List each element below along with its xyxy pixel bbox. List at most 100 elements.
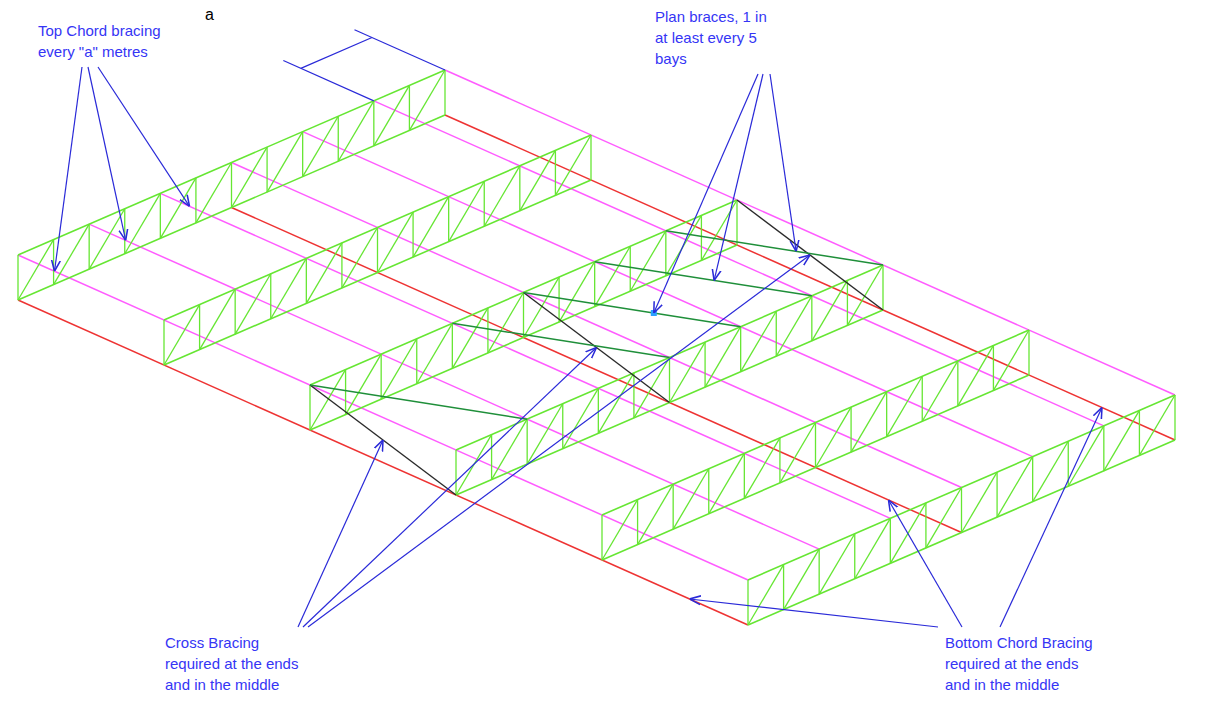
truss-vertical (590, 135, 591, 180)
truss-diagonal (18, 240, 54, 300)
truss-diagonal (744, 438, 780, 498)
top-chord-brace (18, 255, 748, 580)
truss-vertical (309, 385, 310, 430)
truss-vertical (270, 274, 271, 319)
truss-diagonal (413, 197, 449, 257)
top-chord-brace (303, 132, 1033, 457)
truss-diagonal (776, 296, 812, 356)
dimension (283, 30, 445, 101)
truss-diagonal (887, 376, 923, 436)
truss-vertical (519, 166, 520, 211)
truss-diagonal (306, 243, 342, 303)
truss-vertical (665, 231, 666, 276)
truss-diagonal (342, 228, 378, 288)
truss-diagonal (488, 293, 524, 353)
truss-vertical (633, 373, 634, 418)
bottom-chord-brace (232, 208, 962, 533)
leader-line (308, 255, 810, 627)
truss-diagonal (303, 116, 339, 176)
truss-diagonal (816, 407, 852, 467)
truss-vertical (53, 240, 54, 285)
truss-diagonal (855, 518, 891, 578)
truss-vertical (1028, 330, 1029, 375)
truss-diagonal (748, 565, 784, 625)
truss-diagonal (196, 163, 232, 223)
top-chord-brace (232, 163, 962, 488)
leader-line (303, 348, 597, 628)
truss-vertical (993, 345, 994, 390)
truss-vertical (235, 289, 236, 334)
truss-diagonal (378, 212, 414, 272)
plan-brace (310, 385, 527, 419)
truss-vertical (744, 453, 745, 498)
truss-vertical (740, 327, 741, 372)
top-chord-brace (374, 101, 1104, 426)
top-chord-brace (89, 224, 819, 549)
truss-vertical (409, 85, 410, 130)
truss-diagonal (374, 85, 410, 145)
bottom-chord-brace (445, 115, 1175, 440)
leader-line (88, 67, 126, 240)
truss-vertical (199, 305, 200, 350)
truss-diagonal (54, 224, 90, 284)
truss-vertical (747, 580, 748, 625)
callout-label: Cross Bracing required at the ends and i… (165, 632, 315, 695)
truss-diagonal (267, 132, 303, 192)
leader-line (55, 67, 83, 271)
truss-diagonal (634, 358, 670, 418)
truss-vertical (17, 255, 18, 300)
truss-vertical (815, 423, 816, 468)
truss-vertical (1032, 457, 1033, 502)
truss-vertical (231, 163, 232, 208)
truss-diagonal (338, 101, 374, 161)
truss-vertical (886, 392, 887, 437)
truss-diagonal (780, 423, 816, 483)
dimension-line (283, 61, 374, 101)
truss-vertical (412, 212, 413, 257)
truss-vertical (708, 469, 709, 514)
truss-diagonal (670, 342, 706, 402)
truss-bottom-chord (18, 115, 445, 300)
truss-vertical (484, 181, 485, 226)
truss-vertical (306, 258, 307, 303)
truss-vertical (1174, 395, 1175, 440)
truss-diagonal (235, 274, 271, 334)
truss-diagonal (993, 330, 1029, 390)
leader-lines (55, 67, 1103, 627)
truss-diagonal (1104, 410, 1140, 470)
truss-vertical (444, 70, 445, 115)
truss-vertical (783, 565, 784, 610)
truss-diagonal (709, 453, 745, 513)
truss-diagonal (417, 323, 453, 383)
bottom-chord-brace (18, 300, 748, 625)
truss-vertical (1103, 426, 1104, 471)
truss-vertical (195, 178, 196, 223)
leader-line (654, 74, 758, 313)
truss-vertical (345, 370, 346, 415)
truss-vertical (452, 323, 453, 368)
truss-top-chord (18, 70, 445, 255)
truss-vertical (819, 549, 820, 594)
truss-diagonal (962, 472, 998, 532)
truss-diagonal (922, 361, 958, 421)
truss-diagonal (271, 258, 307, 318)
truss-vertical (381, 354, 382, 399)
top-chord-brace (160, 193, 890, 518)
truss-vertical (377, 228, 378, 273)
truss-vertical (957, 361, 958, 406)
truss-vertical (562, 404, 563, 449)
truss-diagonal (847, 265, 883, 325)
truss-vertical (416, 339, 417, 384)
truss-diagonal (381, 339, 417, 399)
truss-bottom-chord (164, 180, 591, 365)
plan-brace (595, 262, 812, 296)
truss-vertical (89, 224, 90, 269)
leader-line (770, 74, 796, 251)
callout-label: Bottom Chord Bracing required at the end… (945, 632, 1105, 695)
truss-diagonal (160, 178, 196, 238)
leader-line (889, 500, 963, 627)
truss-diagonal (452, 308, 488, 368)
truss-vertical (124, 209, 125, 254)
leader-line (714, 74, 763, 280)
truss-diagonal (555, 135, 591, 195)
